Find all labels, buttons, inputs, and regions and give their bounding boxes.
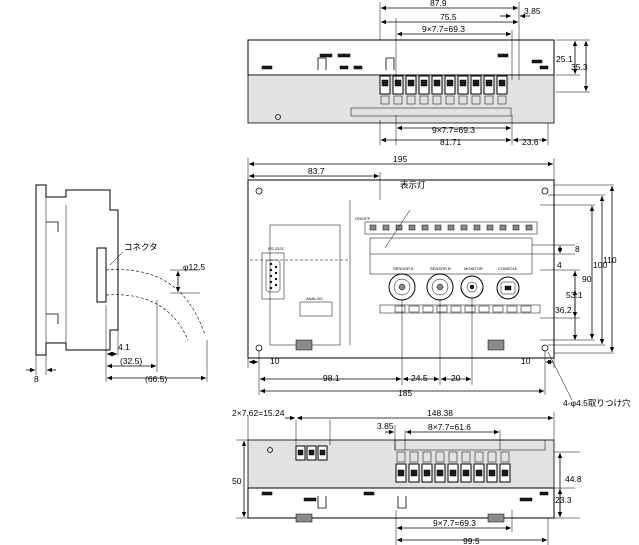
- dim-36-2: 36.2: [555, 305, 572, 315]
- bottom-view-dimension-labels: 2×7.62=15.24 148.38 3.85 8×7.7=61.6 50 4…: [232, 408, 582, 545]
- rs232c-label: RS-232C: [268, 246, 285, 251]
- top-view-vents: [261, 53, 549, 70]
- dim-20: 20: [451, 373, 461, 383]
- indicator-led: [395, 224, 403, 231]
- dim-87-9: 87.9: [430, 0, 447, 8]
- front-indicator-row: [369, 224, 533, 231]
- dim-4-1: 4.1: [118, 342, 130, 352]
- top-view-clip: [385, 57, 395, 70]
- dim-53-1: 53.1: [566, 290, 583, 300]
- dim-25-1: 25.1: [556, 54, 573, 64]
- indicator-led: [460, 224, 468, 231]
- dim-bottom-pitch: 8×7.7=61.6: [428, 422, 471, 432]
- dim-32-5: (32.5): [120, 356, 142, 366]
- dim-90: 90: [582, 274, 592, 284]
- dim-bottom-pitch-lower: 9×7.7=69.3: [433, 518, 476, 528]
- indicator-led: [499, 224, 507, 231]
- front-bottom-terminals: [394, 305, 532, 313]
- indicator-led: [525, 224, 533, 231]
- cable: [105, 294, 189, 341]
- indicator-led: [382, 224, 390, 231]
- dim-44-8: 44.8: [565, 474, 582, 484]
- indicator-led: [486, 224, 494, 231]
- dim-4-front: 4: [557, 260, 562, 270]
- analog-terminal: [299, 301, 333, 317]
- sensor-b-label: SENSOR B: [430, 266, 451, 271]
- indicator-led: [512, 224, 520, 231]
- dim-10-left: 10: [270, 356, 280, 366]
- dim-3-85-bottom: 3.85: [377, 421, 394, 431]
- sensor-a-connector: [388, 273, 416, 301]
- dim-66-5: (66.5): [145, 374, 167, 384]
- display-panel: [369, 237, 533, 275]
- front-view: [247, 179, 555, 359]
- dim-8-side: 8: [34, 374, 39, 384]
- dim-top-pitch-lower: 9×7.7=69.3: [432, 125, 475, 135]
- mount-hole: [541, 187, 549, 195]
- dim-98-1: 98.1: [323, 373, 340, 383]
- mount-hole-label: 4-φ4.5取りつけ穴: [563, 398, 631, 408]
- indicator-led: [369, 224, 377, 231]
- dimension-lines: [26, 2, 615, 545]
- dim-small-pitch: 2×7.62=15.24: [232, 408, 285, 418]
- dim-195: 195: [393, 154, 407, 164]
- sensor-b-connector: [426, 273, 454, 301]
- dim-100: 100: [593, 260, 607, 270]
- dim-23-3: 23.3: [555, 495, 572, 505]
- dim-top-pitch: 9×7.7=69.3: [422, 24, 465, 34]
- dim-75-5: 75.5: [440, 12, 457, 22]
- cable-diameter: φ12.5: [183, 262, 205, 272]
- top-view: [247, 39, 555, 124]
- mount-hole: [255, 187, 263, 195]
- dim-3-85: 3.85: [524, 6, 541, 16]
- rs232c-port: [261, 252, 285, 300]
- rs232c-pins: [269, 262, 278, 290]
- console-connector: [496, 276, 520, 300]
- dim-110: 110: [603, 255, 617, 265]
- bottom-view-terminal-block: [395, 451, 511, 483]
- dim-35-3: 35.3: [571, 62, 588, 72]
- bottom-view-small-terminals: [295, 445, 328, 461]
- dim-23-6: 23.6: [522, 137, 539, 147]
- indicator-label: 表示灯: [400, 180, 426, 190]
- bottom-view-vents: [261, 491, 549, 502]
- side-view: [35, 184, 206, 356]
- dim-81-71: 81.71: [440, 137, 462, 147]
- indicator-led: [408, 224, 416, 231]
- dim-8-front: 8: [575, 244, 580, 254]
- dim-10-right: 10: [521, 356, 531, 366]
- monitor-connector: [460, 275, 484, 299]
- indicator-led: [421, 224, 429, 231]
- cable: [105, 269, 206, 336]
- dim-185: 185: [398, 388, 412, 398]
- indicator-led: [473, 224, 481, 231]
- indicator-led: [447, 224, 455, 231]
- connector-label: コネクタ: [124, 242, 158, 252]
- indicator-led: [434, 224, 442, 231]
- top-view-terminal-block: [379, 75, 508, 105]
- dim-24-5: 24.5: [411, 373, 428, 383]
- top-view-dimension-labels: 87.9 75.5 9×7.7=69.3 3.85 25.1 35.3 9×7.…: [422, 0, 588, 147]
- dim-148-38: 148.38: [427, 408, 453, 418]
- console-label: CONSOLE: [498, 266, 518, 271]
- onoff-label: ON/OFF: [355, 216, 371, 221]
- dim-50: 50: [232, 476, 242, 486]
- top-view-clip: [317, 57, 327, 70]
- front-view-dimension-labels: 195 83.7 8 4 90 100 110 53.1 36.2 10 10 …: [268, 154, 631, 408]
- monitor-label: MONITOR: [464, 266, 483, 271]
- analog-label: ANALOG: [306, 296, 323, 301]
- bottom-view: [247, 439, 555, 523]
- dim-99-5: 99.5: [463, 536, 480, 545]
- dim-83-7: 83.7: [308, 166, 325, 176]
- side-view-labels: コネクタ φ12.5 4.1 (32.5) (66.5) 8: [34, 242, 205, 384]
- sensor-a-label: SENSOR A: [393, 266, 414, 271]
